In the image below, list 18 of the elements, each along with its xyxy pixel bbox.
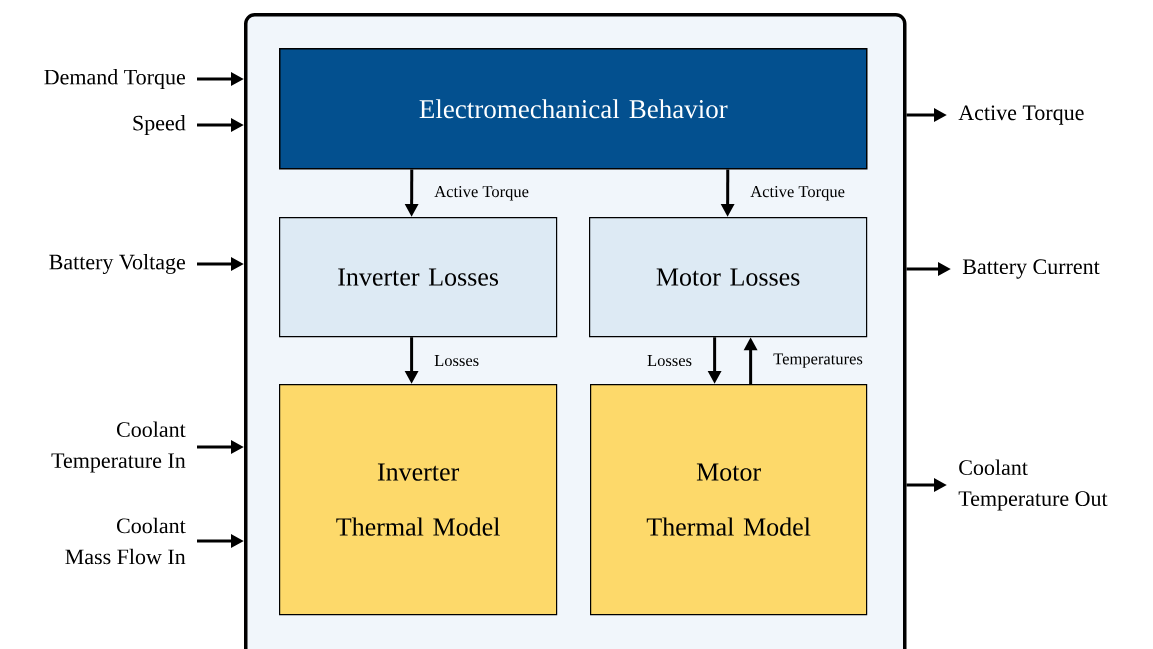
edge-label: Losses: [434, 355, 479, 367]
process-box: Inverter Losses: [279, 217, 558, 338]
edge-label: Temperatures: [773, 353, 863, 368]
model-box: Motor Thermal Model: [590, 384, 868, 616]
input-label: Battery Voltage: [49, 254, 185, 274]
output-label: Coolant Temperature Out: [958, 459, 1108, 511]
input-label: Speed: [133, 115, 186, 135]
model-box: Inverter Thermal Model: [279, 384, 558, 616]
output-label: Battery Current: [962, 259, 1100, 279]
input-label: Coolant Temperature In: [51, 421, 186, 473]
input-label: Demand Torque: [44, 69, 185, 89]
edge-label: Losses: [647, 355, 692, 367]
edge-label: Active Torque: [434, 186, 529, 201]
process-box: Motor Losses: [589, 217, 868, 338]
process-box: Electromechanical Behavior: [279, 48, 868, 170]
edge-label: Active Torque: [750, 186, 845, 201]
output-label: Active Torque: [958, 105, 1084, 125]
input-label: Coolant Mass Flow In: [65, 517, 186, 565]
